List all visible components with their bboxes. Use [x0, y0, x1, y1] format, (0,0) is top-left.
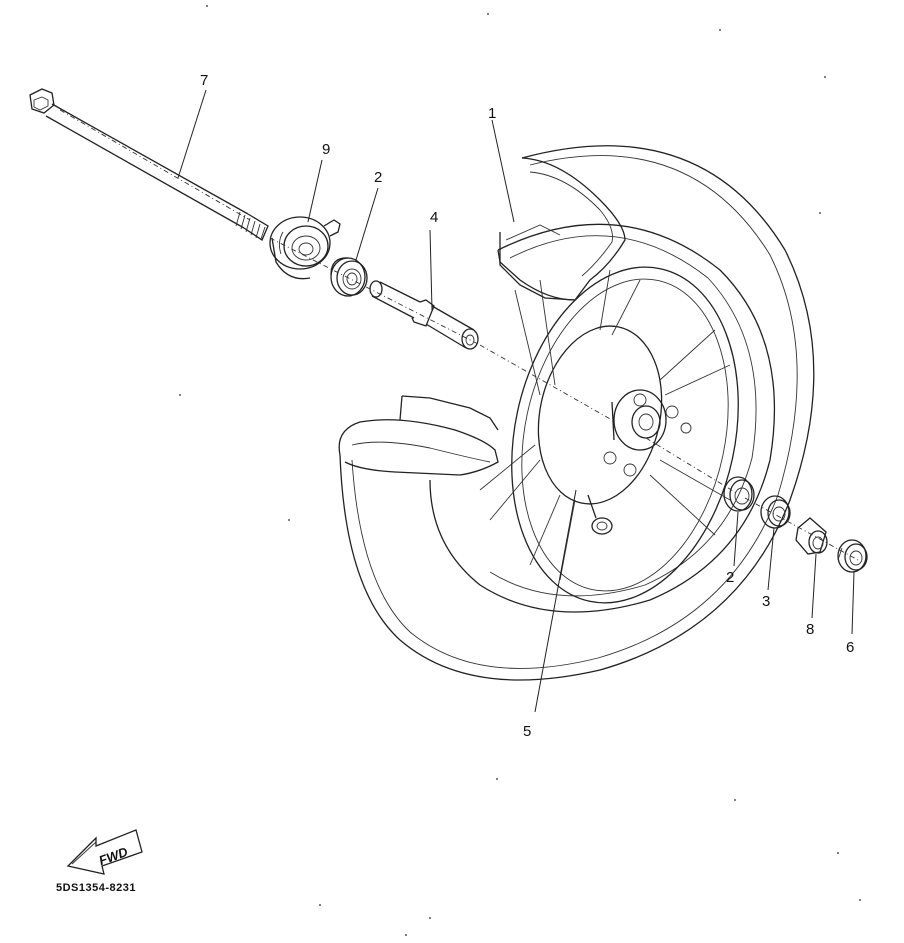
callout-6: 6 [846, 639, 854, 656]
oil-seal-6 [837, 539, 868, 573]
callout-7: 7 [200, 72, 208, 89]
callout-5: 5 [523, 723, 531, 740]
bearing-left [330, 257, 368, 297]
callout-1: 1 [488, 105, 496, 122]
callout-9: 9 [322, 141, 330, 158]
callout-2-left: 2 [374, 169, 382, 186]
leader-lines [177, 89, 855, 713]
meter-gear-unit [269, 216, 341, 280]
callout-4: 4 [430, 209, 438, 226]
bearing-right [723, 476, 755, 512]
axle-bolt [29, 88, 269, 241]
callout-2-right: 2 [726, 569, 734, 586]
callout-labels: 1 2 2 3 4 5 6 7 8 9 [200, 72, 854, 740]
collar-8 [795, 517, 828, 555]
forward-arrow-label: FWD [97, 844, 131, 868]
scan-noise [179, 5, 861, 936]
drawing-code: 5DS1354-8231 [56, 882, 137, 894]
spacer-collar [369, 280, 479, 350]
oil-seal-3 [760, 495, 791, 529]
callout-8: 8 [806, 621, 814, 638]
callout-3: 3 [762, 593, 770, 610]
wheel-assembly [338, 145, 815, 681]
forward-arrow-icon: FWD [66, 829, 143, 875]
axis-lines [59, 109, 859, 561]
